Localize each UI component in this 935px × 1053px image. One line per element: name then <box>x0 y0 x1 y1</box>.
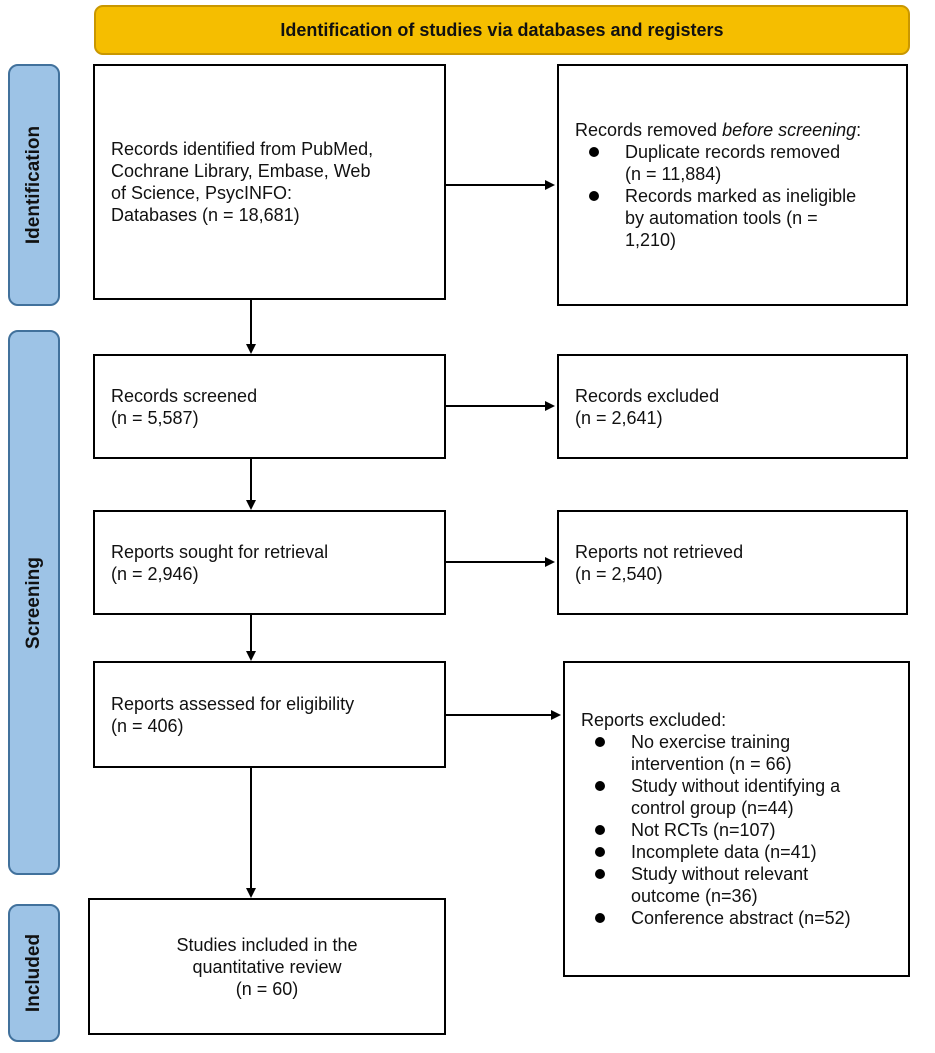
records-excluded-text: Records excluded (n = 2,641) <box>575 385 720 428</box>
records-excluded-box: Records excluded (n = 2,641) <box>557 354 908 459</box>
reports-excluded-box: Reports excluded: No exercise training i… <box>563 661 910 977</box>
list-item: Incomplete data (n=41) <box>581 841 892 863</box>
phase-identification: Identification <box>8 64 60 306</box>
reports-excluded-list: No exercise training intervention (n = 6… <box>581 731 892 929</box>
list-item: Duplicate records removed (n = 11,884) <box>575 141 890 185</box>
records-screened-text: Records screened (n = 5,587) <box>111 385 258 428</box>
records-removed-heading: Records removed before screening: <box>575 120 862 140</box>
list-item: Records marked as ineligible by automati… <box>575 185 890 251</box>
records-screened-box: Records screened (n = 5,587) <box>93 354 446 459</box>
records-removed-list: Duplicate records removed (n = 11,884) R… <box>575 141 890 251</box>
phase-screening: Screening <box>8 330 60 875</box>
studies-included-box: Studies included in the quantitative rev… <box>88 898 446 1035</box>
diagram-header: Identification of studies via databases … <box>94 5 910 55</box>
list-item: Not RCTs (n=107) <box>581 819 892 841</box>
records-removed-box: Records removed before screening: Duplic… <box>557 64 908 306</box>
reports-sought-box: Reports sought for retrieval (n = 2,946) <box>93 510 446 615</box>
records-identified-text: Records identified from PubMed, Cochrane… <box>111 139 374 225</box>
reports-not-retrieved-text: Reports not retrieved (n = 2,540) <box>575 541 744 584</box>
list-item: Study without relevant outcome (n=36) <box>581 863 892 907</box>
reports-excluded-heading: Reports excluded: <box>581 710 727 730</box>
list-item: No exercise training intervention (n = 6… <box>581 731 892 775</box>
studies-included-text: Studies included in the quantitative rev… <box>176 934 358 999</box>
list-item: Study without identifying a control grou… <box>581 775 892 819</box>
header-title: Identification of studies via databases … <box>280 19 724 40</box>
phase-included: Included <box>8 904 60 1042</box>
reports-assessed-box: Reports assessed for eligibility (n = 40… <box>93 661 446 768</box>
reports-sought-text: Reports sought for retrieval (n = 2,946) <box>111 541 329 584</box>
list-item: Conference abstract (n=52) <box>581 907 892 929</box>
records-identified-box: Records identified from PubMed, Cochrane… <box>93 64 446 300</box>
reports-not-retrieved-box: Reports not retrieved (n = 2,540) <box>557 510 908 615</box>
reports-assessed-text: Reports assessed for eligibility (n = 40… <box>111 693 355 736</box>
